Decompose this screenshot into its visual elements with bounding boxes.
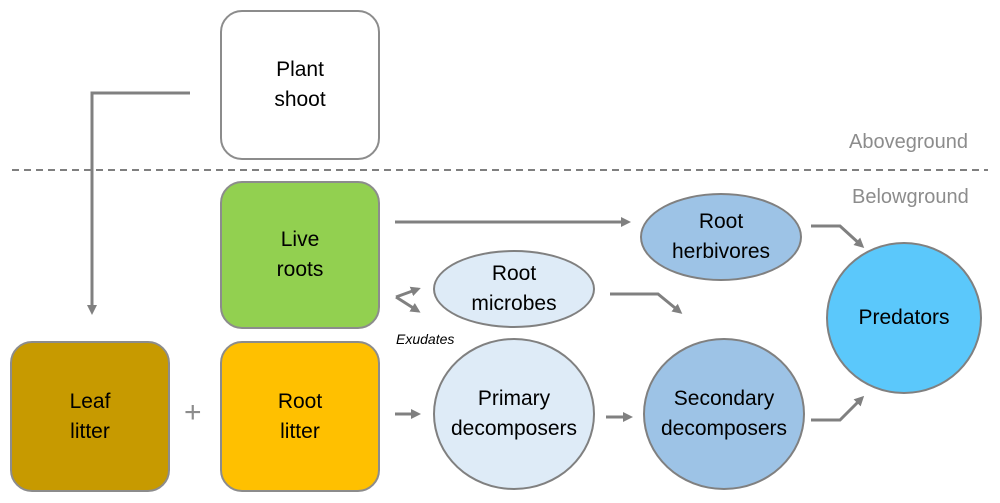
node-primary-decomposers: Primary decomposers	[433, 338, 595, 490]
arrow-secondary-to-predators	[811, 395, 865, 422]
node-secondary-decomposers: Secondary decomposers	[643, 338, 805, 490]
exudates-label: Exudates	[396, 331, 455, 347]
node-plant-shoot-line2: shoot	[274, 88, 326, 111]
node-leaf-litter-line1: Leaf	[69, 389, 111, 413]
node-root-microbes-line2: microbes	[471, 292, 557, 315]
arrow-microbes-to-secondary	[610, 292, 683, 314]
node-root-herbivores: Root herbivores	[640, 193, 802, 281]
node-leaf-litter-line2: litter	[70, 419, 110, 443]
node-root-litter-line2: litter	[280, 419, 320, 443]
node-root-microbes-line1: Root	[491, 262, 537, 285]
aboveground-label: Aboveground	[849, 131, 968, 153]
belowground-label: Belowground	[852, 186, 969, 208]
arrow-roots-to-exudates	[395, 295, 421, 313]
node-primary-decomposers-line1: Primary	[477, 387, 551, 410]
node-root-herbivores-line2: herbivores	[671, 240, 771, 263]
node-root-microbes: Root microbes	[433, 250, 595, 328]
node-live-roots: Live roots	[220, 181, 380, 329]
node-root-litter: Root litter	[220, 341, 380, 492]
node-live-roots-line2: roots	[276, 258, 324, 281]
plus-sign: +	[184, 396, 202, 429]
node-predators: Predators	[826, 242, 982, 394]
node-secondary-decomposers-line2: decomposers	[660, 417, 788, 440]
node-live-roots-line1: Live	[280, 228, 320, 251]
arrow-herbivores-to-predators	[811, 224, 865, 249]
arrow-roots-to-microbes	[395, 286, 421, 299]
node-leaf-litter: Leaf litter	[10, 341, 170, 492]
node-root-herbivores-line1: Root	[698, 210, 744, 233]
node-secondary-decomposers-line1: Secondary	[673, 387, 775, 410]
node-plant-shoot-line1: Plant	[276, 58, 324, 81]
node-plant-shoot: Plant shoot	[220, 10, 380, 160]
arrow-shoot-to-leaf-litter	[87, 91, 190, 315]
node-predators-line1: Predators	[858, 306, 950, 329]
node-primary-decomposers-line2: decomposers	[450, 417, 578, 440]
node-root-litter-line1: Root	[277, 389, 323, 413]
